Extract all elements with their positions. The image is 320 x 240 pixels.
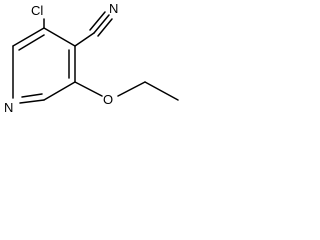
bond-o-ch2: [117, 81, 146, 97]
triple-bond-1: [93, 14, 110, 34]
ethoxy-group: [74, 81, 179, 101]
molecule-structure: Cl N N O: [4, 1, 179, 115]
atom-label-ring-nitrogen: N: [4, 100, 13, 115]
triple-bond-3: [97, 18, 113, 37]
atom-label-oxygen: O: [103, 92, 113, 107]
triple-bond-2: [89, 11, 106, 31]
bond-c4-cn: [74, 32, 95, 47]
bond-ch2-ch3: [144, 81, 179, 101]
nitrile-group: [74, 11, 113, 47]
bond-c2-c3: [12, 27, 45, 47]
bond-c3-c4: [43, 27, 76, 47]
pyridine-ring: [12, 27, 76, 104]
atom-label-chlorine: Cl: [31, 3, 43, 18]
bond-c6-n1-inner: [21, 93, 43, 98]
atom-label-nitrile-nitrogen: N: [109, 1, 118, 16]
bond-c2-c3-inner: [18, 34, 45, 51]
bond-c6-n1: [19, 99, 45, 104]
bond-c5-c6: [43, 81, 76, 101]
bond-c5-o: [74, 81, 103, 97]
